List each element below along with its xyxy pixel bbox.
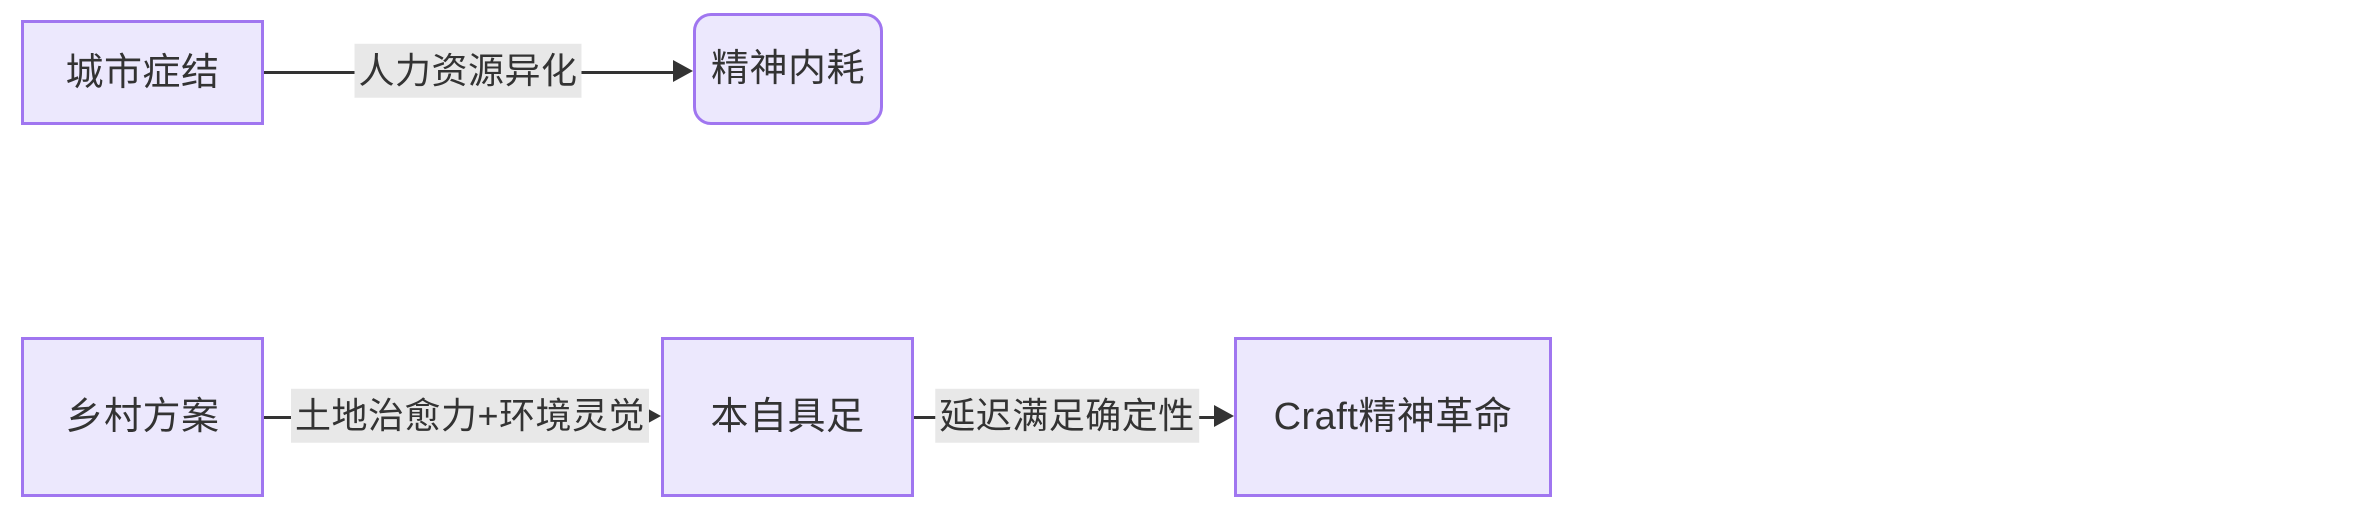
node-city[interactable]: 城市症结 — [21, 20, 264, 125]
node-craft[interactable]: Craft精神革命 — [1234, 337, 1552, 497]
node-rural[interactable]: 乡村方案 — [21, 337, 264, 497]
edge-label-rural-to-sufficient: 土地治愈力+环境灵觉 — [290, 388, 650, 444]
edge-label-city-to-burnout: 人力资源异化 — [354, 43, 582, 99]
node-craft-label: Craft精神革命 — [1273, 396, 1513, 438]
node-sufficient[interactable]: 本自具足 — [661, 337, 914, 497]
node-city-label: 城市症结 — [65, 51, 220, 94]
node-burnout[interactable]: 精神内耗 — [693, 13, 883, 125]
arrowhead-icon-city-to-burnout — [673, 60, 693, 82]
edge-label-sufficient-to-craft: 延迟满足确定性 — [935, 388, 1199, 444]
arrowhead-icon-sufficient-to-craft — [1214, 405, 1234, 427]
node-sufficient-label: 本自具足 — [710, 396, 865, 438]
node-rural-label: 乡村方案 — [65, 396, 220, 438]
node-burnout-label: 精神内耗 — [710, 48, 865, 90]
